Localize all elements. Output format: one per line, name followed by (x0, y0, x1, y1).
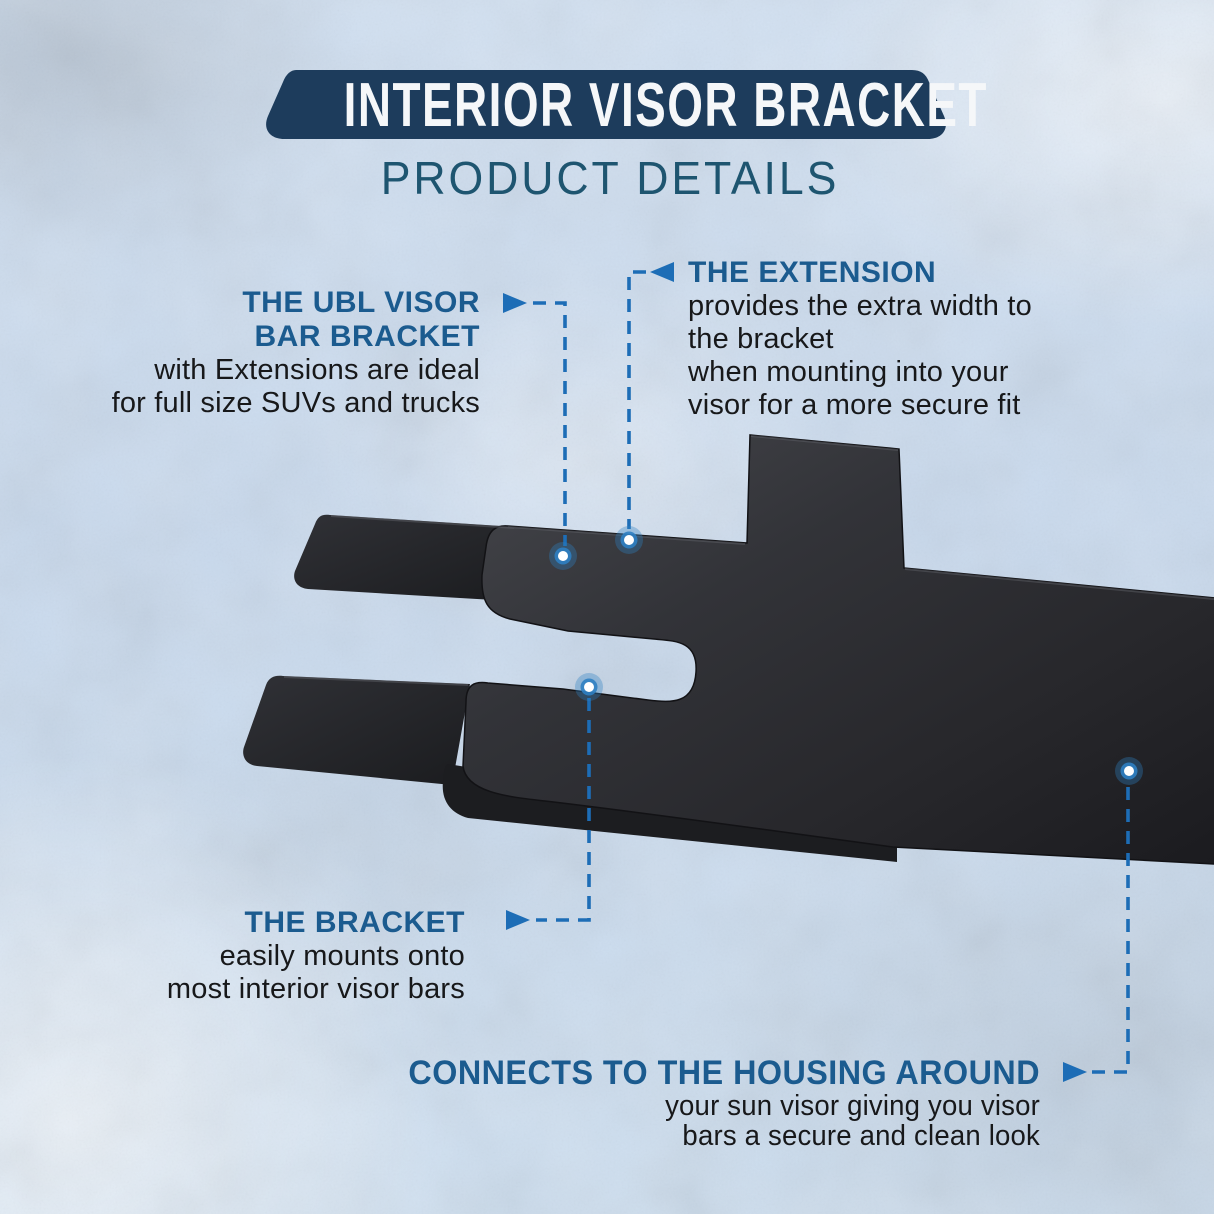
point-marker-dot (575, 673, 603, 701)
callout-title-line: THE UBL VISOR (242, 286, 480, 319)
callout-title-line: CONNECTS TO THE HOUSING AROUND (408, 1054, 1041, 1092)
callout-body-line: for full size SUVs and trucks (111, 387, 480, 419)
callout-body-line: visor for a more secure fit (688, 389, 1021, 421)
callout-title-line: THE BRACKET (244, 906, 465, 939)
leader-line-extension (627, 270, 646, 529)
page-subtitle: PRODUCT DETAILS (380, 152, 840, 204)
callout-extension: THE EXTENSION provides the extra width t… (688, 256, 1188, 422)
callout-title-line: BAR BRACKET (254, 320, 480, 353)
title-banner (266, 70, 946, 139)
callout-body-line: easily mounts onto (219, 940, 465, 972)
leader-line-housing (1092, 782, 1130, 1074)
arrow-left-icon (650, 262, 674, 282)
callout-body-line: with Extensions are ideal (154, 354, 480, 386)
callout-body-line: your sun visor giving you visor (665, 1090, 1040, 1122)
point-marker-dot (1115, 757, 1143, 785)
point-marker-dot (615, 526, 643, 554)
lower-extension-shape (243, 675, 470, 785)
arrow-right-icon (506, 910, 530, 930)
page-title: INTERIOR VISOR BRACKET (343, 71, 988, 140)
callout-body-line: bars a secure and clean look (682, 1120, 1040, 1152)
upper-extension-shape (294, 514, 516, 601)
banner-shape (266, 70, 946, 139)
point-markers (549, 526, 1143, 785)
leader-line-bracket (536, 698, 591, 922)
callout-ubl-visor-bar-bracket: THE UBL VISOR BAR BRACKET with Extension… (55, 286, 480, 420)
callout-body-line: most interior visor bars (166, 973, 465, 1005)
callout-bracket: THE BRACKET easily mounts onto most inte… (60, 906, 465, 1006)
callout-body-line: provides the extra width to (688, 290, 1032, 322)
callout-title-line: THE EXTENSION (688, 256, 937, 289)
arrow-right-icon (1063, 1062, 1087, 1082)
leader-line-ubl (533, 301, 567, 546)
point-marker-dot (549, 542, 577, 570)
callout-body-line: when mounting into your (688, 356, 1009, 388)
arrow-right-icon (503, 293, 527, 313)
bracket-shape (462, 434, 1214, 865)
callout-body-line: the bracket (688, 323, 834, 355)
callout-housing: CONNECTS TO THE HOUSING AROUND your sun … (340, 1055, 1040, 1151)
